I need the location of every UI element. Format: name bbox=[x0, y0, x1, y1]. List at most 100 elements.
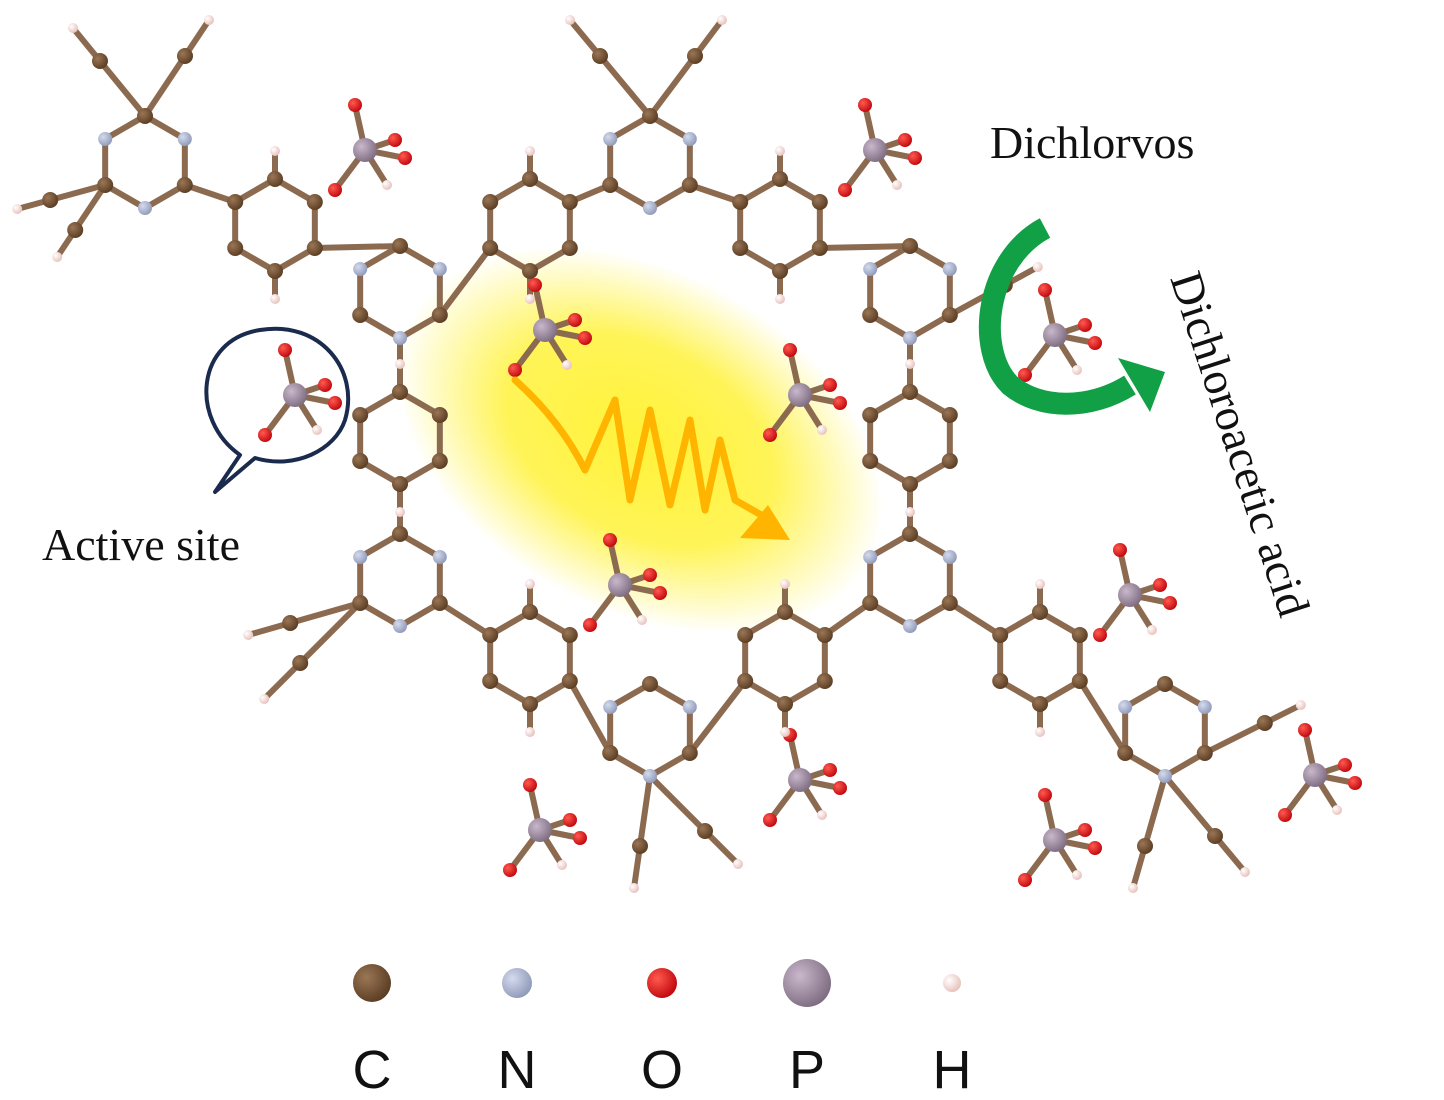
active-site-callout bbox=[204, 326, 351, 494]
atom-c bbox=[1137, 838, 1153, 854]
bond bbox=[142, 54, 188, 118]
atom-p bbox=[1043, 828, 1067, 852]
atom-h bbox=[395, 507, 405, 517]
atom-c bbox=[352, 453, 369, 469]
bond bbox=[647, 773, 708, 834]
atom-o bbox=[763, 813, 777, 827]
atom-n bbox=[1158, 769, 1172, 783]
atom-c bbox=[1256, 715, 1273, 731]
legend-swatch-c bbox=[353, 964, 391, 1002]
atom-n bbox=[863, 262, 878, 276]
atom-h bbox=[270, 294, 280, 304]
atom-c bbox=[811, 240, 828, 256]
atom-c bbox=[862, 453, 879, 469]
bond bbox=[437, 246, 493, 317]
atom-h bbox=[562, 360, 572, 370]
atom-o bbox=[783, 343, 797, 357]
atom-h bbox=[525, 727, 535, 737]
atom-c bbox=[292, 655, 309, 671]
atom-c bbox=[777, 604, 793, 620]
bond bbox=[823, 600, 872, 638]
atom-c bbox=[267, 263, 283, 279]
atom-o bbox=[1018, 368, 1032, 382]
bond bbox=[1203, 720, 1267, 756]
atom-o bbox=[833, 396, 847, 410]
atom-n bbox=[98, 132, 113, 146]
atom-c bbox=[681, 177, 698, 193]
atom-c bbox=[561, 240, 578, 256]
atom-o bbox=[653, 586, 667, 600]
atom-o bbox=[573, 831, 587, 845]
atom-o bbox=[523, 778, 537, 792]
atom-o bbox=[388, 133, 402, 147]
atom-c bbox=[352, 595, 369, 611]
atom-c bbox=[431, 595, 448, 611]
atom-n bbox=[432, 262, 447, 276]
reactant-label: Dichlorvos bbox=[990, 117, 1194, 168]
atom-c bbox=[1196, 745, 1213, 761]
atom-o bbox=[1093, 628, 1107, 642]
atom-c bbox=[306, 240, 323, 256]
product-label: Dichloroacetic acid bbox=[1160, 265, 1319, 622]
atom-h bbox=[1072, 870, 1082, 880]
atom-h bbox=[1035, 579, 1045, 589]
atom-c bbox=[306, 194, 323, 210]
atom-o bbox=[1078, 823, 1092, 837]
atom-c bbox=[816, 673, 833, 689]
atom-c bbox=[902, 526, 918, 542]
atom-c bbox=[482, 673, 499, 689]
atom-o bbox=[1278, 808, 1292, 822]
bond bbox=[819, 243, 911, 251]
bond bbox=[567, 679, 613, 755]
atom-c bbox=[811, 194, 828, 210]
legend-swatch-o bbox=[647, 968, 677, 998]
legend-swatch-p bbox=[783, 959, 831, 1007]
atom-o bbox=[278, 343, 292, 357]
atom-h bbox=[1032, 262, 1043, 272]
atom-c bbox=[522, 263, 538, 279]
atom-c bbox=[431, 407, 448, 423]
atom-h bbox=[243, 630, 254, 640]
atom-o bbox=[908, 151, 922, 165]
atom-h bbox=[1072, 365, 1082, 375]
reaction-cycle-arrow-head bbox=[1118, 358, 1165, 412]
atom-h bbox=[525, 146, 535, 156]
atom-c bbox=[522, 604, 538, 620]
bond bbox=[97, 59, 148, 118]
atom-c bbox=[732, 194, 749, 210]
atom-o bbox=[398, 151, 412, 165]
atom-c bbox=[941, 307, 958, 323]
atom-c bbox=[602, 745, 619, 761]
bond bbox=[1162, 774, 1218, 838]
atom-o bbox=[578, 331, 592, 345]
atom-c bbox=[176, 177, 193, 193]
atom-h bbox=[52, 252, 63, 262]
atom-n bbox=[353, 550, 368, 564]
atom-c bbox=[777, 696, 793, 712]
bond bbox=[1142, 775, 1168, 847]
atom-n bbox=[903, 331, 917, 345]
legend-label-p: P bbox=[789, 1040, 825, 1100]
atom-c bbox=[267, 171, 283, 187]
atom-c bbox=[561, 194, 578, 210]
atom-h bbox=[892, 180, 902, 190]
atom-c bbox=[941, 453, 958, 469]
bond bbox=[597, 54, 653, 118]
atom-h bbox=[775, 294, 785, 304]
atom-o bbox=[583, 618, 597, 632]
atom-o bbox=[1038, 788, 1052, 802]
atom-o bbox=[328, 396, 342, 410]
atom-c bbox=[92, 53, 108, 69]
atom-h bbox=[629, 883, 639, 893]
atom-p bbox=[533, 318, 557, 342]
atom-h bbox=[717, 15, 727, 25]
bond bbox=[637, 775, 653, 847]
bond bbox=[688, 182, 742, 205]
atom-c bbox=[772, 171, 788, 187]
atom-p bbox=[1303, 763, 1327, 787]
atom-n bbox=[942, 550, 957, 564]
atom-c bbox=[392, 384, 408, 400]
atom-h bbox=[525, 579, 535, 589]
bond bbox=[1077, 679, 1128, 755]
